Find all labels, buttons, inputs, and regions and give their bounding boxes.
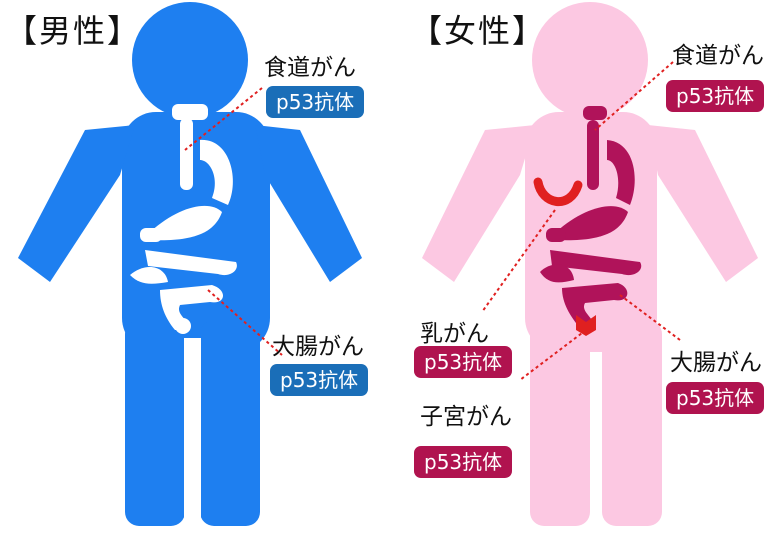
female-uterine-cancer-label: 子宮がん [420, 397, 512, 431]
female-heading: 【女性】 [410, 6, 546, 52]
female-colorectal-marker-badge: p53抗体 [666, 382, 764, 414]
male-esophageal-cancer-label: 食道がん [264, 48, 356, 82]
female-uterine-marker-badge: p53抗体 [414, 446, 512, 478]
female-esophageal-marker-badge: p53抗体 [666, 80, 764, 112]
male-colorectal-marker-badge: p53抗体 [270, 364, 368, 396]
female-colorectal-cancer-label: 大腸がん [670, 343, 762, 377]
male-colorectal-cancer-label: 大腸がん [272, 327, 364, 361]
male-panel: 【男性】 食道がん p53抗体 大腸がん p53抗体 [0, 0, 390, 535]
female-panel: 【女性】 食道がん p53抗体 乳がん p53抗体 大腸がん p53抗体 子宮が… [390, 0, 780, 535]
male-esophageal-marker-badge: p53抗体 [266, 86, 364, 118]
female-breast-marker-badge: p53抗体 [414, 346, 512, 378]
female-esophageal-cancer-label: 食道がん [672, 36, 764, 70]
male-heading: 【男性】 [5, 6, 141, 52]
female-breast-cancer-label: 乳がん [420, 314, 489, 348]
